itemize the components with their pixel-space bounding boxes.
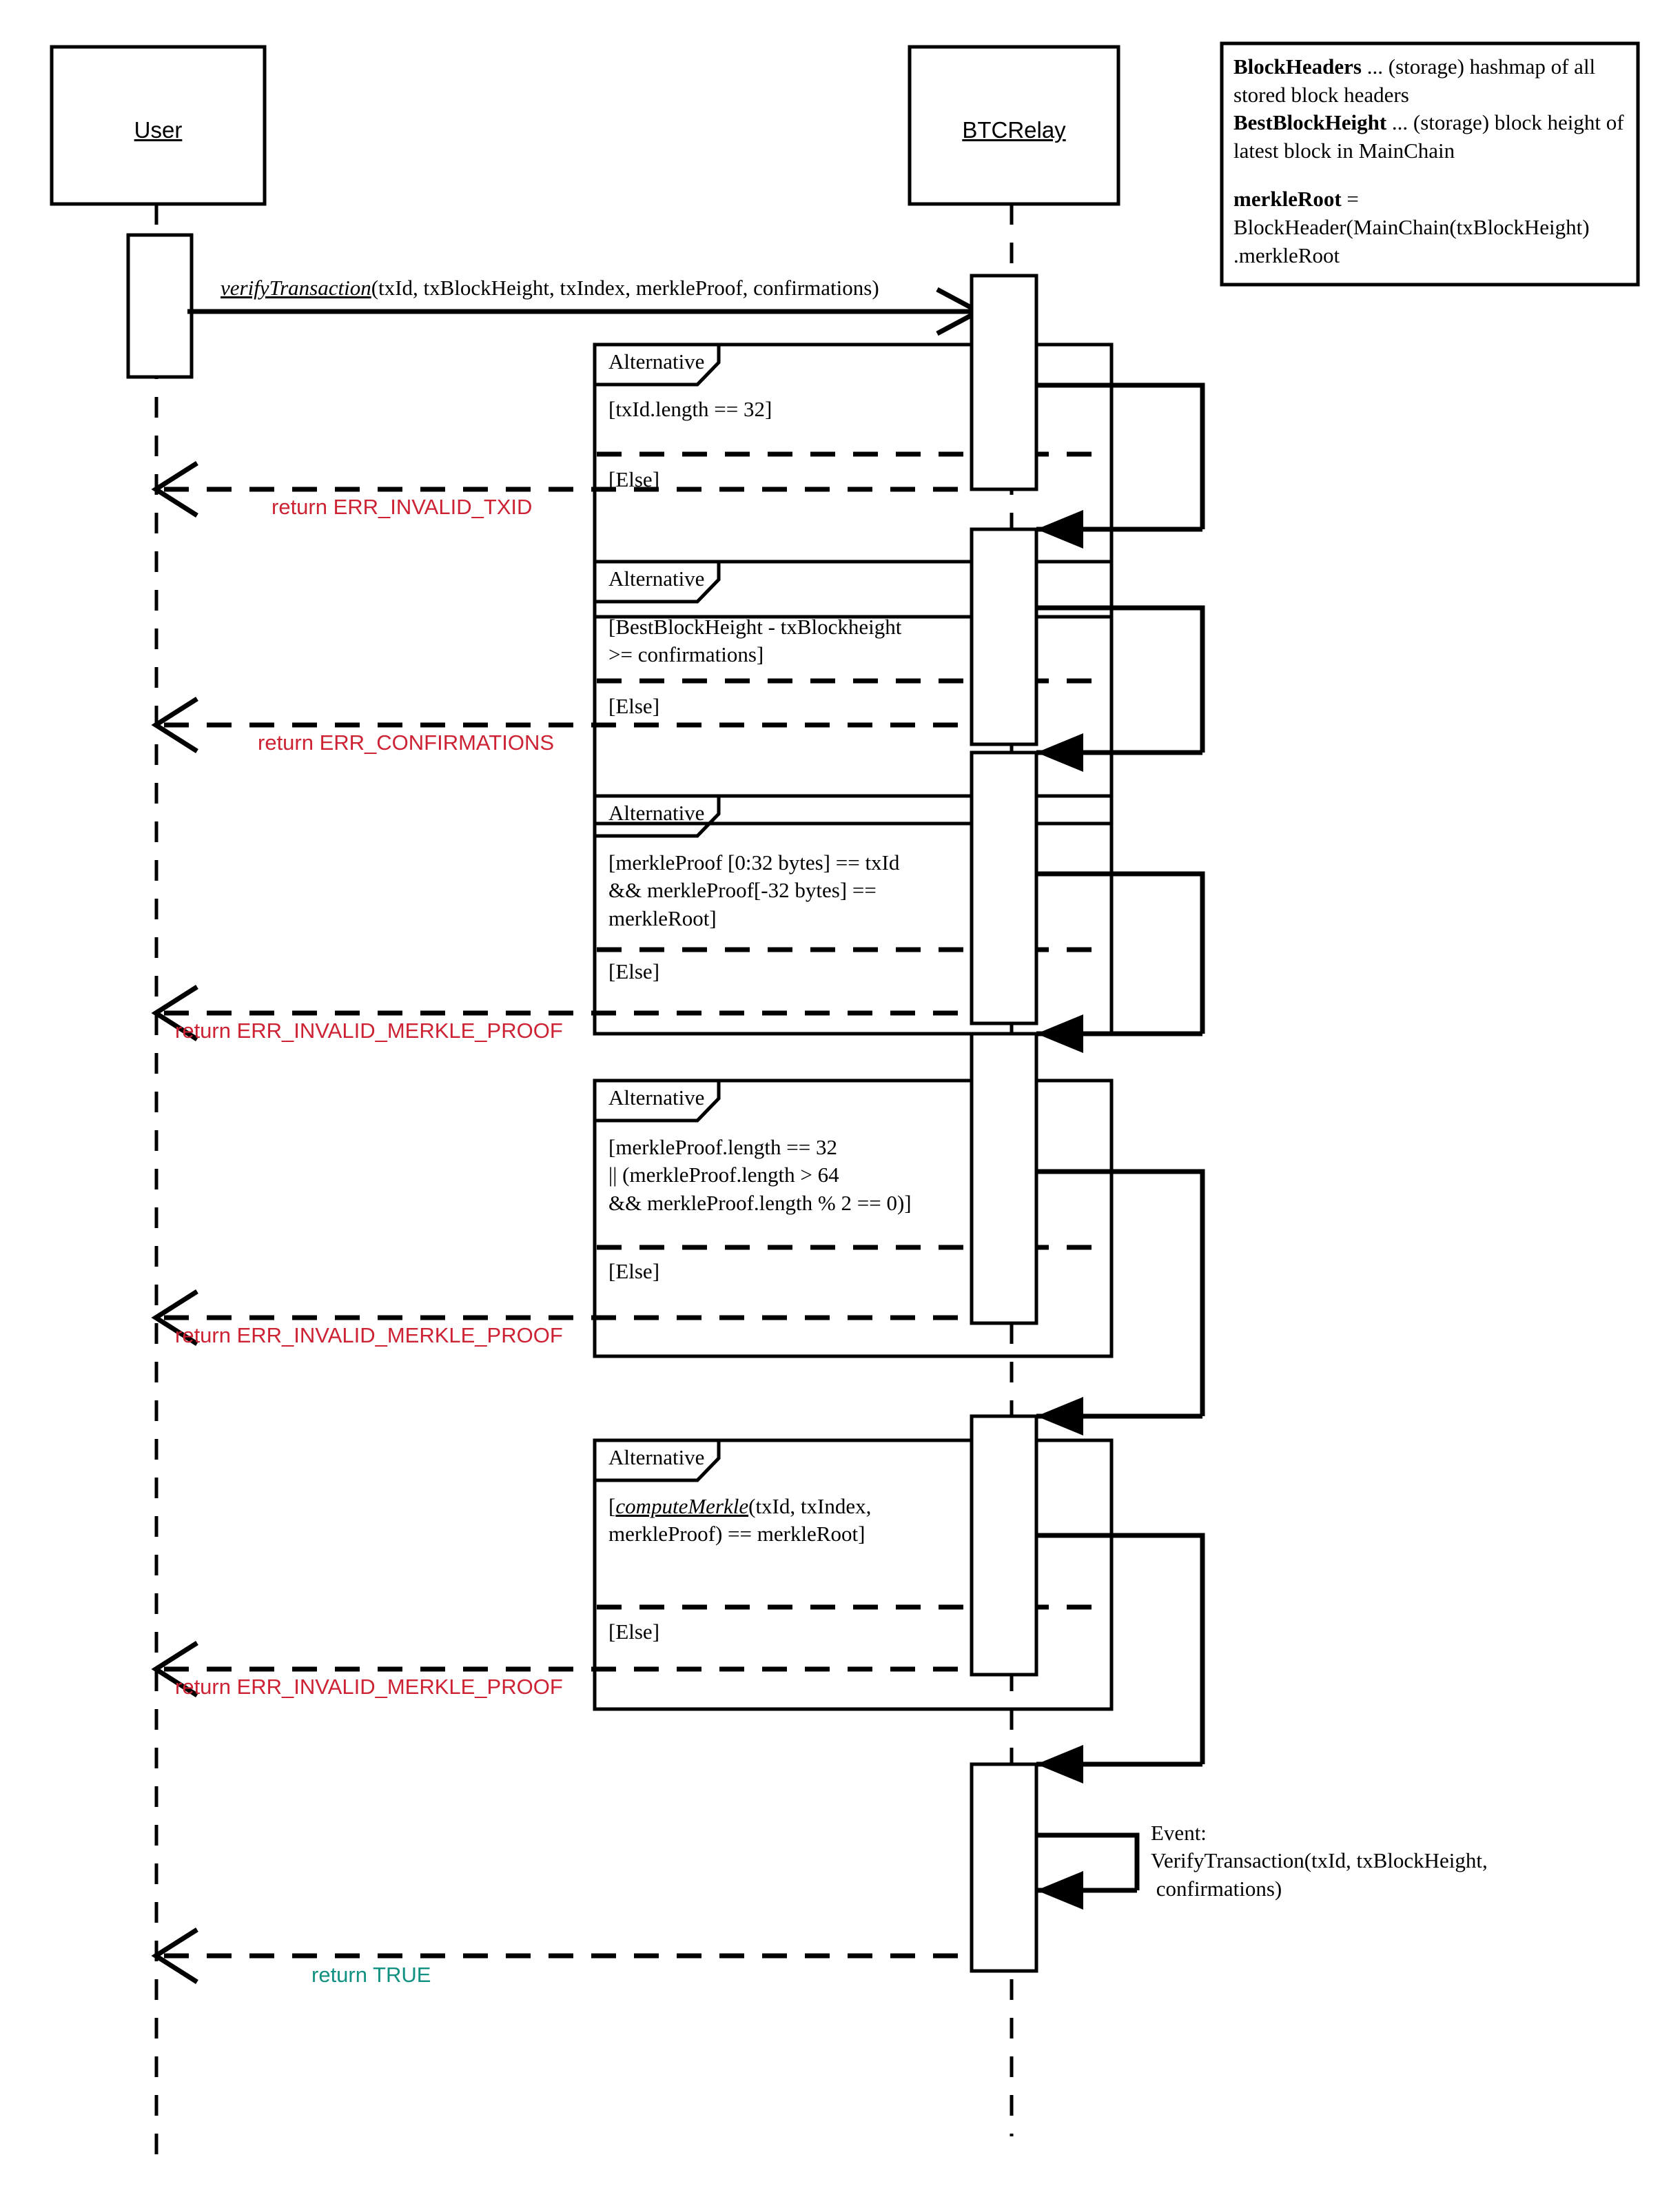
return-label-2: return ERR_CONFIRMATIONS <box>258 730 555 755</box>
event-label-line2: VerifyTransaction(txId, txBlockHeight, <box>1151 1848 1488 1873</box>
event-label-line3: confirmations) <box>1151 1876 1282 1901</box>
note-desc-bestblockheight: ... (storage) block height of latest blo… <box>1233 110 1624 163</box>
note-eq-merkleroot: = <box>1341 187 1359 212</box>
activation-btcrelay-3 <box>970 750 1038 1025</box>
return-label-1: return ERR_INVALID_TXID <box>272 495 533 519</box>
alt-guard-5: [computeMerkle(txId, txIndex,merkleProof… <box>608 1494 872 1546</box>
message-operation-name: verifyTransaction <box>221 276 371 300</box>
note-desc-blockheaders: ... (storage) hashmap of all stored bloc… <box>1233 54 1596 107</box>
activation-btcrelay-4 <box>970 1032 1038 1325</box>
return-arrowhead-true <box>151 1928 198 1984</box>
alt-else-label-3: [Else] <box>608 959 660 983</box>
selfcall-loop-5 <box>1036 1533 1205 1764</box>
alt-tag-label-2: Alternative <box>608 566 705 591</box>
alt-else-label-4: [Else] <box>608 1259 660 1283</box>
actor-label-user: User <box>134 117 183 143</box>
alt-guard-1: [txId.length == 32] <box>608 397 772 421</box>
alt-else-label-1: [Else] <box>608 467 660 491</box>
alt-tag-shape-2 <box>593 560 721 604</box>
event-label-line1: Event: <box>1151 1821 1207 1845</box>
return-arrowhead-3 <box>151 985 198 1041</box>
alt-tag-shape-1 <box>593 343 721 387</box>
alt-frame-1 <box>593 343 1114 619</box>
alt-frame-4 <box>593 1079 1114 1358</box>
selfcall-loop-4 <box>1036 1169 1205 1416</box>
selfcall-loop-3 <box>1036 871 1205 1034</box>
selfcall-loop-2 <box>1036 605 1205 753</box>
alt-tag-label-1: Alternative <box>608 349 705 374</box>
return-arrowhead-1 <box>151 461 198 518</box>
alt-tag-label-5: Alternative <box>608 1445 705 1469</box>
selfcall-loop-1 <box>1036 382 1205 529</box>
alt-tag-label-3: Alternative <box>608 801 705 825</box>
alt-frame-2 <box>593 560 1114 826</box>
activation-btcrelay-1 <box>970 274 1038 491</box>
return-label-3: return ERR_INVALID_MERKLE_PROOF <box>175 1019 563 1043</box>
message-label-verifytransaction: verifyTransaction(txId, txBlockHeight, t… <box>221 274 879 301</box>
alt-guard-4: [merkleProof.length == 32|| (merkleProof… <box>608 1135 912 1215</box>
note-term-bestblockheight: BestBlockHeight <box>1233 110 1387 135</box>
return-label-4: return ERR_INVALID_MERKLE_PROOF <box>175 1323 563 1347</box>
alt-frame-3 <box>593 794 1114 1036</box>
event-selfcall-loop <box>1036 1832 1140 1890</box>
alt-frame-5 <box>593 1438 1114 1711</box>
return-arrowhead-5 <box>151 1641 198 1697</box>
activation-btcrelay-final <box>970 1762 1038 1973</box>
activation-user <box>126 233 194 379</box>
alt-else-label-5: [Else] <box>608 1619 660 1644</box>
activation-btcrelay-2 <box>970 527 1038 746</box>
note-term-blockheaders: BlockHeaders <box>1233 54 1362 79</box>
actor-box-user <box>50 45 267 206</box>
return-arrowhead-4 <box>151 1289 198 1346</box>
activation-btcrelay-5 <box>970 1414 1038 1677</box>
note-box-text: BlockHeaders ... (storage) hashmap of al… <box>1233 53 1628 269</box>
event-label: Event: VerifyTransaction(txId, txBlockHei… <box>1151 1819 1488 1903</box>
alt-tag-shape-5 <box>593 1438 721 1482</box>
alt-tag-label-4: Alternative <box>608 1085 705 1110</box>
alt-guard-5-function: computeMerkle <box>615 1494 749 1518</box>
alt-tag-shape-3 <box>593 794 721 838</box>
return-arrowhead-2 <box>151 697 198 753</box>
note-term-merkleroot: merkleRoot <box>1233 187 1342 212</box>
note-spacer <box>1233 165 1628 185</box>
note-merkleroot-expr-1: BlockHeader(MainChain(txBlockHeight) <box>1233 215 1590 240</box>
alt-guard-2: [BestBlockHeight - txBlockheight>= confi… <box>608 615 902 667</box>
alt-tag-shape-4 <box>593 1079 721 1123</box>
return-label-true: return TRUE <box>311 1963 431 1987</box>
alt-else-label-2: [Else] <box>608 694 660 718</box>
alt-guard-3: [merkleProof [0:32 bytes] == txId&& merk… <box>608 850 900 930</box>
message-arguments: (txId, txBlockHeight, txIndex, merklePro… <box>371 276 879 300</box>
note-merkleroot-expr-2: .merkleRoot <box>1233 243 1340 267</box>
note-box <box>1220 41 1640 287</box>
actor-label-btcrelay: BTCRelay <box>962 117 1066 143</box>
return-label-5: return ERR_INVALID_MERKLE_PROOF <box>175 1675 563 1699</box>
actor-box-btcrelay <box>908 45 1120 206</box>
